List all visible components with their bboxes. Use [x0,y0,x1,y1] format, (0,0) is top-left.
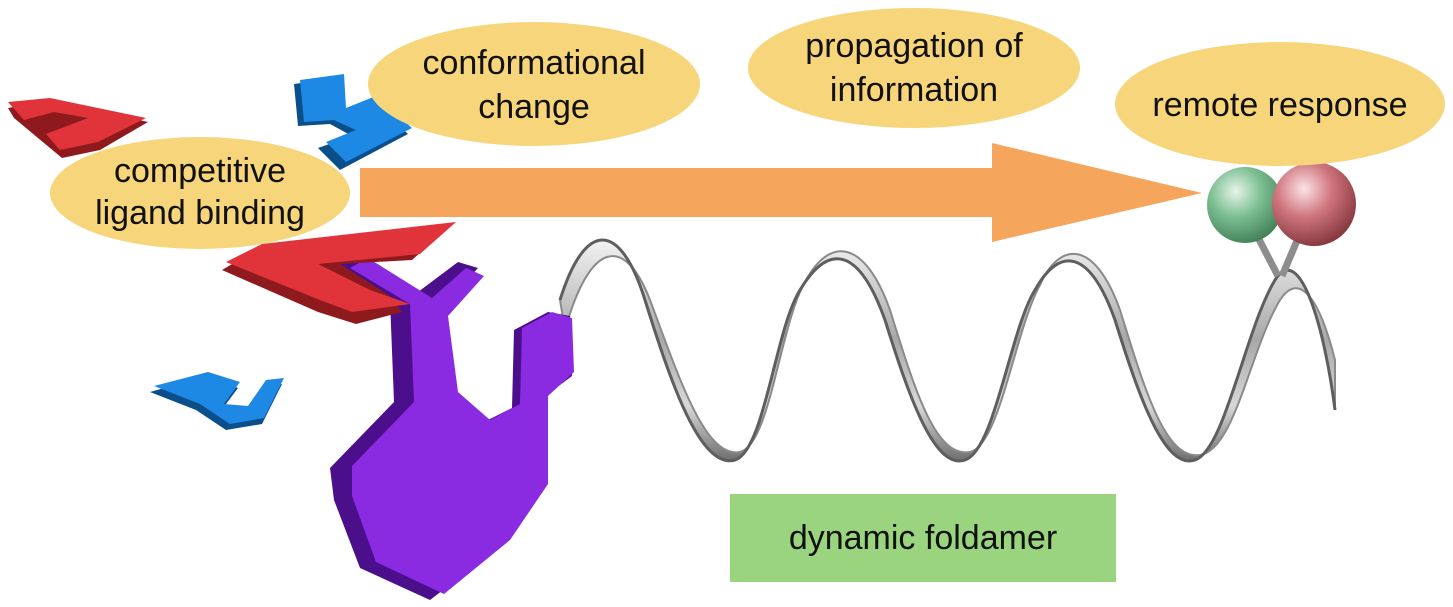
bubble-propagation-of-information: propagation of information [748,8,1080,128]
propagation-label-line2: information [830,71,998,109]
propagation-arrow [360,143,1202,242]
receptor [330,250,574,600]
dynamic-foldamer-label: dynamic foldamer [789,519,1057,557]
green-ball [1207,167,1283,243]
competitive-label-line1: competitive [114,152,286,190]
dynamic-foldamer-box: dynamic foldamer [730,494,1116,582]
propagation-label-line1: propagation of [805,27,1023,65]
competitive-label-line2: ligand binding [95,194,305,232]
blue-ligand-top [294,74,412,170]
red-ball [1272,162,1356,246]
remote-response-label: remote response [1152,86,1407,124]
red-ligand-top [8,98,148,158]
bubble-remote-response: remote response [1115,42,1445,166]
red-ligand-bound [222,222,456,324]
helix [558,238,1337,463]
conformational-label-line1: conformational [422,44,645,82]
bubble-conformational-change: conformational change [368,22,700,146]
bubble-competitive-ligand-binding: competitive ligand binding [50,137,350,249]
conformational-label-line2: change [478,88,590,126]
blue-ligand-bottom [150,372,284,430]
